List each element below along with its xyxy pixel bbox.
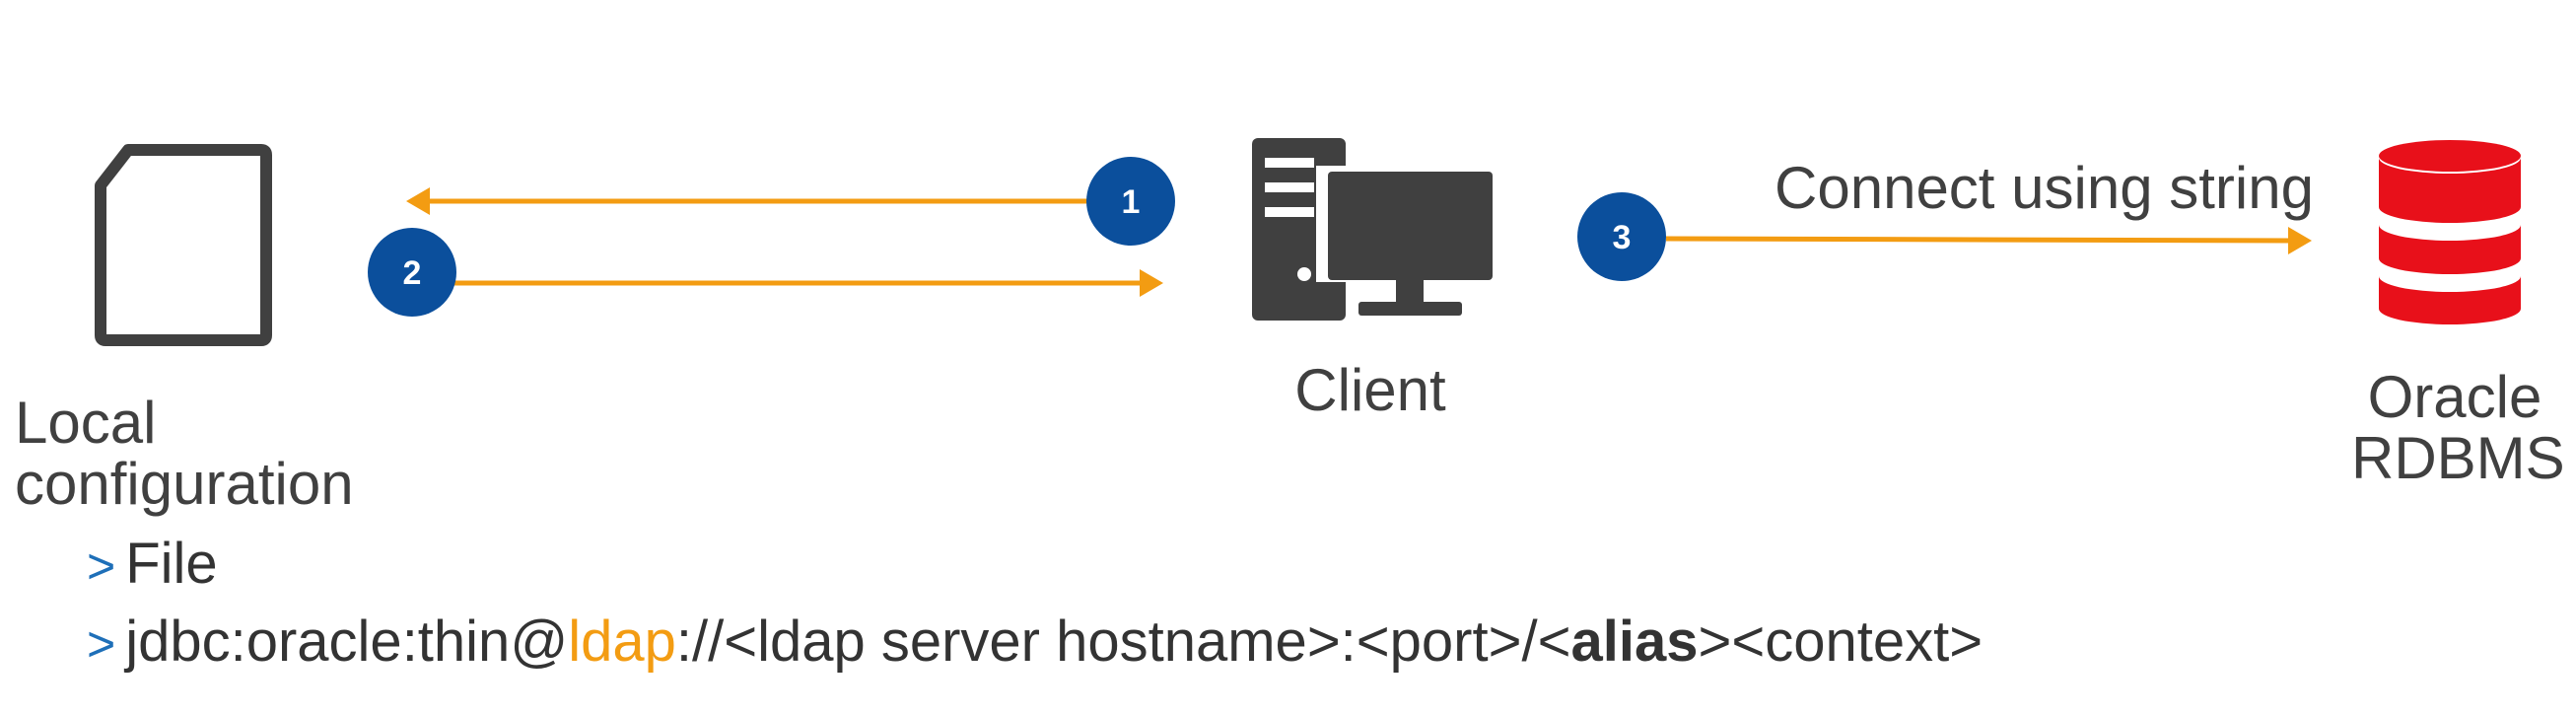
arrow-label-connect: Connect using string <box>1775 155 2314 221</box>
jdbc-alias: alias <box>1570 609 1699 674</box>
local-config-label-line2: configuration <box>15 451 354 517</box>
jdbc-suffix: ><context> <box>1698 609 1984 674</box>
chevron-right-icon: > <box>87 616 116 672</box>
chevron-right-icon: > <box>87 538 116 594</box>
oracle-rdbms-label: Oracle RDBMS <box>2351 364 2565 491</box>
bullet-jdbc-url: >jdbc:oracle:thin@ldap://<ldap server ho… <box>87 609 1983 675</box>
jdbc-middle: ://<ldap server hostname>:<port>/< <box>675 609 1571 674</box>
svg-text:1: 1 <box>1122 183 1141 221</box>
local-config-label-line1: Local <box>15 390 157 456</box>
oracle-label-line2: RDBMS <box>2351 425 2565 491</box>
computer-icon <box>1252 138 1498 321</box>
bullet-file: >File <box>87 531 218 597</box>
svg-text:3: 3 <box>1613 219 1632 256</box>
oracle-label-line1: Oracle <box>2367 364 2542 430</box>
jdbc-prefix: jdbc:oracle:thin@ <box>125 609 569 674</box>
step-badge-2: 2 <box>368 228 456 317</box>
client-label: Client <box>1294 357 1446 423</box>
bullet-file-text: File <box>125 532 218 596</box>
step-badge-3: 3 <box>1577 192 1666 281</box>
svg-text:2: 2 <box>403 254 422 292</box>
arrow-step-3 <box>1665 227 2312 254</box>
file-icon <box>95 144 272 346</box>
jdbc-ldap-highlight: ldap <box>568 609 676 674</box>
arrow-step-2 <box>453 269 1163 297</box>
step-badge-1: 1 <box>1086 157 1175 246</box>
arrow-step-1 <box>406 187 1094 215</box>
local-config-label: Local configuration <box>15 393 354 515</box>
database-icon <box>2379 140 2521 324</box>
